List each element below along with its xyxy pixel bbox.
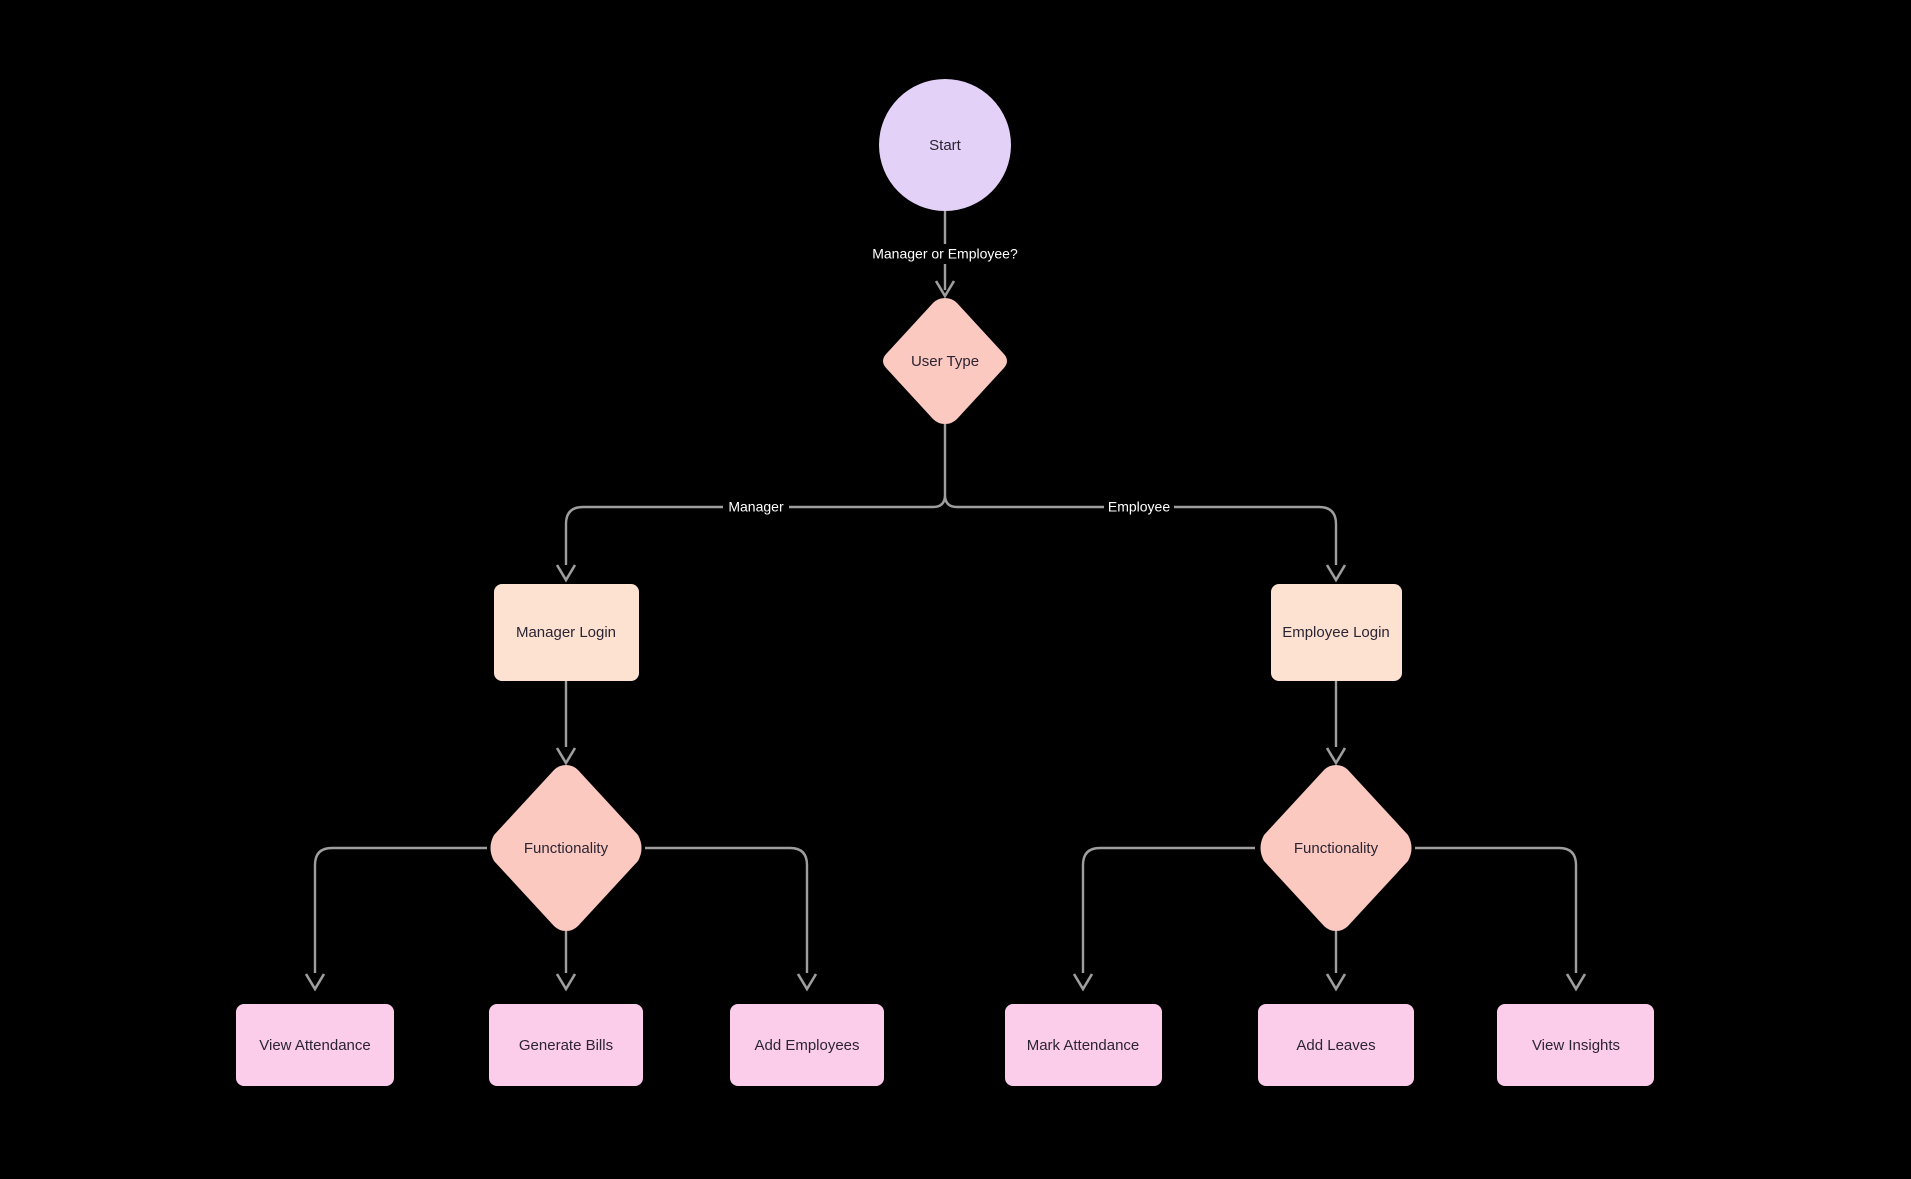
edge-func-mgr-to-view-attendance xyxy=(313,846,487,973)
add-employees-rect-shape[interactable] xyxy=(730,1004,884,1086)
node-generate-bills[interactable]: Generate Bills xyxy=(489,1004,643,1086)
arrow-manager-login-to-functionality xyxy=(555,747,577,766)
node-mark-attendance[interactable]: Mark Attendance xyxy=(1005,1004,1162,1086)
edge-label-plate-manager xyxy=(724,497,788,517)
manager-login-rect-shape[interactable] xyxy=(494,584,639,681)
arrow-employee-to-login xyxy=(1325,564,1347,583)
node-add-leaves[interactable]: Add Leaves xyxy=(1258,1004,1414,1086)
node-add-employees[interactable]: Add Employees xyxy=(730,1004,884,1086)
edge-label-layer: Manager or Employee? Manager Employee xyxy=(724,244,1174,517)
edge-func-mgr-to-add-employees xyxy=(645,846,809,973)
node-label-functionality-manager: Functionality xyxy=(524,840,609,857)
node-functionality-employee[interactable]: Functionality xyxy=(1260,765,1412,931)
functionality-manager-diamond-shape[interactable] xyxy=(490,765,642,931)
arrow-func-emp-to-add-leaves xyxy=(1325,973,1347,992)
edge-label-manager-or-employee: Manager or Employee? xyxy=(872,246,1018,262)
arrow-func-mgr-to-add-employees xyxy=(796,973,818,992)
arrow-employee-login-to-functionality xyxy=(1325,747,1347,766)
node-view-insights[interactable]: View Insights xyxy=(1497,1004,1654,1086)
node-label-generate-bills: Generate Bills xyxy=(519,1037,613,1054)
edge-func-emp-to-mark-attendance xyxy=(1081,846,1255,973)
node-layer: Start User Type Manager Login Employee L… xyxy=(236,79,1654,1086)
node-label-user-type: User Type xyxy=(911,353,979,370)
node-functionality-manager[interactable]: Functionality xyxy=(490,765,642,931)
add-leaves-rect-shape[interactable] xyxy=(1258,1004,1414,1086)
arrow-func-emp-to-mark-attendance xyxy=(1072,973,1094,992)
edge-employee-branch xyxy=(1174,505,1338,565)
node-view-attendance[interactable]: View Attendance xyxy=(236,1004,394,1086)
user-type-diamond-shape[interactable] xyxy=(883,298,1007,424)
node-label-mark-attendance: Mark Attendance xyxy=(1027,1037,1140,1054)
node-user-type[interactable]: User Type xyxy=(883,298,1007,424)
node-label-manager-login: Manager Login xyxy=(516,624,616,641)
view-attendance-rect-shape[interactable] xyxy=(236,1004,394,1086)
functionality-employee-diamond-shape[interactable] xyxy=(1260,765,1412,931)
edge-label-plate-start xyxy=(869,244,1021,264)
node-label-add-employees: Add Employees xyxy=(754,1037,859,1054)
node-manager-login[interactable]: Manager Login xyxy=(494,584,639,681)
node-label-view-attendance: View Attendance xyxy=(259,1037,370,1054)
node-label-functionality-employee: Functionality xyxy=(1294,840,1379,857)
arrow-start-to-user-type xyxy=(934,280,956,299)
edge-user-type-trunk xyxy=(789,424,1106,509)
node-label-start: Start xyxy=(929,137,962,154)
arrow-func-mgr-to-generate-bills xyxy=(555,973,577,992)
edge-func-emp-to-view-insights xyxy=(1415,846,1578,973)
node-label-add-leaves: Add Leaves xyxy=(1296,1037,1375,1054)
employee-login-rect-shape[interactable] xyxy=(1271,584,1402,681)
start-circle-shape[interactable] xyxy=(879,79,1011,211)
arrow-manager-to-login xyxy=(555,564,577,583)
mark-attendance-rect-shape[interactable] xyxy=(1005,1004,1162,1086)
arrow-func-emp-to-view-insights xyxy=(1565,973,1587,992)
edge-label-plate-employee xyxy=(1104,497,1174,517)
edge-label-manager: Manager xyxy=(728,499,784,515)
node-label-employee-login: Employee Login xyxy=(1282,624,1390,641)
node-employee-login[interactable]: Employee Login xyxy=(1271,584,1402,681)
edge-manager-branch xyxy=(564,505,723,565)
edge-label-employee: Employee xyxy=(1108,499,1170,515)
node-label-view-insights: View Insights xyxy=(1532,1037,1620,1054)
connector-layer xyxy=(304,211,1587,992)
generate-bills-rect-shape[interactable] xyxy=(489,1004,643,1086)
arrow-func-mgr-to-view-attendance xyxy=(304,973,326,992)
node-start[interactable]: Start xyxy=(879,79,1011,211)
view-insights-rect-shape[interactable] xyxy=(1497,1004,1654,1086)
